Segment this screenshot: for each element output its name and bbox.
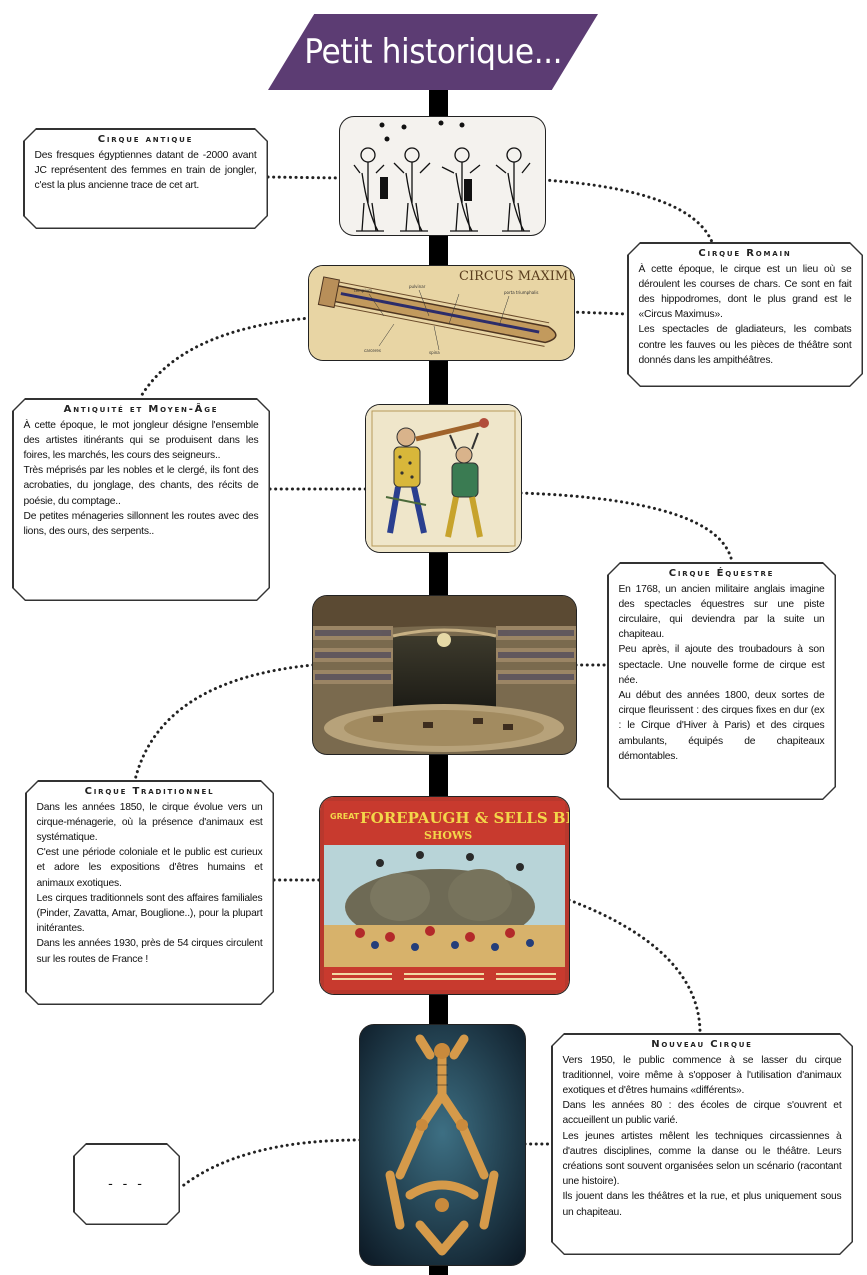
egyptian-fresco-image xyxy=(340,117,545,235)
connector-romain xyxy=(542,178,714,244)
paragraph: Dans les années 1850, le cirque évolue v… xyxy=(36,801,263,843)
paragraph: Vers 1950, le public commence à se lasse… xyxy=(562,1054,842,1096)
paragraph: Peu après, il ajoute des troubadours à s… xyxy=(618,644,825,686)
medieval-jongleurs-image xyxy=(366,405,521,552)
page-title: Petit historique... xyxy=(304,32,562,72)
paragraph: Au début des années 1800, deux sortes de… xyxy=(618,689,825,762)
paragraph: De petites ménageries sillonnent les rou… xyxy=(23,510,259,537)
paragraph: À cette époque, le mot jongleur désigne … xyxy=(23,419,259,461)
connector-traditionnel xyxy=(133,663,315,782)
paragraph: C'est une période coloniale et le public… xyxy=(36,847,263,889)
box-ellipsis: - - - xyxy=(73,1143,180,1225)
box-cirque-equestre: Cirque Équestre En 1768, un ancien milit… xyxy=(607,562,836,800)
box-text: À cette époque, le mot jongleur désigne … xyxy=(24,418,259,540)
svg-text:templum: templum xyxy=(354,288,372,293)
connector-antique xyxy=(266,175,342,180)
box-text: Dans les années 1850, le cirque évolue v… xyxy=(37,800,263,967)
ellipsis-text: - - - xyxy=(75,1145,179,1224)
circus-poster-image: GREAT FOREPAUGH & SELLS BROTHERS SHOWS xyxy=(320,797,569,994)
connector-ellipsis xyxy=(178,1138,362,1190)
paragraph: En 1768, un ancien militaire anglais ima… xyxy=(618,583,825,641)
circus-maximus-image: CIRCUS MAXIMUS templum pulvinar porta triu… xyxy=(309,266,574,360)
connector-equestre xyxy=(519,491,734,564)
box-antiquite-moyen-age: Antiquité et Moyen-Âge À cette époque, l… xyxy=(12,398,270,601)
connector-nouveau xyxy=(567,898,702,1035)
box-cirque-antique: Cirque antique Des fresques égyptiennes … xyxy=(23,128,268,229)
paragraph: Ils jouent dans les théâtres et la rue, … xyxy=(562,1191,842,1218)
svg-text:carceres: carceres xyxy=(364,348,381,353)
paragraph: Les spectacles de gladiateurs, les comba… xyxy=(638,324,852,366)
box-title: Cirque Équestre xyxy=(668,567,775,579)
paragraph: Les cirques traditionnels sont des affai… xyxy=(36,892,263,935)
box-title: Nouveau Cirque xyxy=(651,1038,753,1050)
paragraph: Dans les années 80 : des écoles de cirqu… xyxy=(562,1100,842,1127)
box-text: Vers 1950, le public commence à se lasse… xyxy=(563,1053,842,1220)
box-nouveau-cirque: Nouveau Cirque Vers 1950, le public comm… xyxy=(551,1033,853,1255)
connector-moyen-age xyxy=(138,316,312,400)
box-text: Des fresques égyptiennes datant de -2000… xyxy=(35,148,257,194)
box-title: Cirque Traditionnel xyxy=(84,785,215,797)
paragraph: Dans les années 1930, près de 54 cirques… xyxy=(36,938,263,965)
poster-line-2: FOREPAUGH & SELLS BROTHERS xyxy=(360,809,569,827)
poster-line-3: SHOWS xyxy=(424,829,472,842)
page-title-banner: Petit historique... xyxy=(268,14,598,90)
paragraph: Des fresques égyptiennes datant de -2000… xyxy=(34,149,257,191)
connector-romain-box xyxy=(570,310,629,316)
equestrian-circus-image xyxy=(313,596,576,754)
circus-maximus-label: CIRCUS MAXIMUS xyxy=(459,269,574,284)
acrobats-image xyxy=(360,1025,525,1265)
box-cirque-traditionnel: Cirque Traditionnel Dans les années 1850… xyxy=(25,780,274,1005)
box-text: À cette époque, le cirque est un lieu où… xyxy=(639,262,852,368)
svg-text:spina: spina xyxy=(429,350,440,355)
paragraph: Les jeunes artistes mêlent les technique… xyxy=(562,1130,842,1188)
paragraph: À cette époque, le cirque est un lieu où… xyxy=(638,263,852,321)
box-title: Cirque antique xyxy=(97,133,194,145)
paragraph: Très méprisés par les nobles et le clerg… xyxy=(23,465,259,507)
box-cirque-romain: Cirque Romain À cette époque, le cirque … xyxy=(627,242,863,387)
svg-text:porta triumphalis: porta triumphalis xyxy=(504,290,539,295)
poster-line-1: GREAT xyxy=(330,812,360,821)
svg-text:pulvinar: pulvinar xyxy=(409,284,426,289)
box-title: Antiquité et Moyen-Âge xyxy=(63,403,219,415)
box-text: En 1768, un ancien militaire anglais ima… xyxy=(619,582,825,764)
box-title: Cirque Romain xyxy=(698,247,792,259)
